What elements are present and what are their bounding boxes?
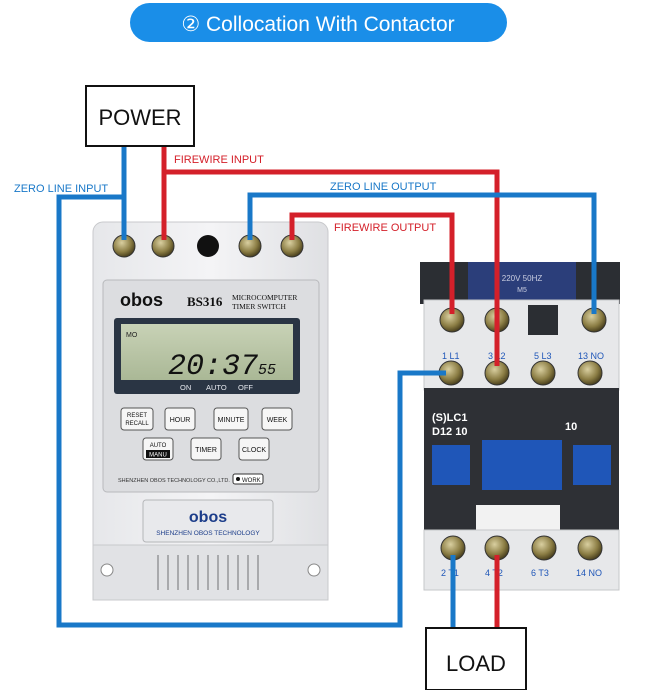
label-firewire-output: FIREWIRE OUTPUT — [334, 222, 436, 234]
contactor-blue-right — [573, 445, 611, 485]
timer-brand: obos — [120, 290, 163, 310]
label-firewire-input: FIREWIRE INPUT — [174, 154, 264, 166]
timer-base — [92, 544, 329, 601]
badge-plate — [142, 499, 274, 543]
load-label: LOAD — [446, 651, 506, 676]
work-label: WORK — [242, 478, 261, 484]
lcd-auto: AUTO — [206, 383, 227, 392]
contactor-coil-slot — [528, 305, 558, 335]
timer-subtitle-1: MICROCOMPUTER — [232, 293, 297, 302]
contactor-model-2: D12 10 — [432, 426, 467, 438]
hour-button[interactable]: HOUR — [164, 407, 196, 431]
power-label: POWER — [98, 105, 181, 130]
svg-text:TIMER: TIMER — [195, 447, 217, 454]
wire-fire-output — [289, 212, 455, 314]
contactor-top-terminal-13: 13 NO — [578, 351, 604, 361]
lcd-mode: MO — [126, 332, 138, 339]
work-led — [236, 477, 240, 481]
timer-switch: obos BS316 MICROCOMPUTER TIMER SWITCH MO… — [92, 221, 329, 601]
badge-text: SHENZHEN OBOS TECHNOLOGY — [156, 530, 260, 537]
contactor-bottom-terminal-4: 4 T2 — [485, 568, 503, 578]
lcd-off: OFF — [238, 383, 253, 392]
label-zero-line-input: ZERO LINE INPUT — [14, 183, 108, 195]
wire-fire-to-contactor — [164, 169, 500, 366]
contactor-top-terminal-5: 5 L3 — [534, 351, 552, 361]
timer-button[interactable]: TIMER — [190, 437, 222, 461]
contactor-bottom-terminal-6: 6 T3 — [531, 568, 549, 578]
contactor: 220V 50HZ M5 (S)LC1 D12 10 10 1 L1 3 L2 … — [420, 262, 620, 591]
contactor-model-1: (S)LC1 — [432, 412, 467, 424]
svg-text:MINUTE: MINUTE — [218, 417, 245, 424]
lcd-screen — [121, 324, 293, 380]
clock-button[interactable]: CLOCK — [238, 437, 270, 461]
contactor-bottom-terminal-2: 2 T1 — [441, 568, 459, 578]
svg-text:MANU: MANU — [149, 453, 167, 459]
badge-brand: obos — [189, 509, 227, 526]
contactor-plate — [468, 262, 576, 300]
mount-hole-left — [100, 563, 114, 577]
wires — [56, 146, 597, 628]
power-box: POWER — [85, 85, 195, 147]
timer-maker: SHENZHEN OBOS TECHNOLOGY CO.,LTD. — [118, 478, 230, 484]
reset-button[interactable]: RESET RECALL — [120, 407, 154, 431]
contactor-bottom-terminal-14: 14 NO — [576, 568, 602, 578]
svg-text:WEEK: WEEK — [267, 417, 288, 424]
week-button[interactable]: WEEK — [261, 407, 293, 431]
contactor-model-3: 10 — [565, 421, 577, 433]
svg-text:HOUR: HOUR — [170, 417, 191, 424]
contactor-screw-t3 — [531, 535, 557, 561]
contactor-blue-left — [432, 445, 470, 485]
title-banner: ② Collocation With Contactor — [130, 3, 507, 42]
wire-zero-output — [247, 192, 597, 314]
svg-text:AUTO: AUTO — [150, 443, 167, 449]
page-title: ② Collocation With Contactor — [181, 13, 454, 36]
svg-text:CLOCK: CLOCK — [242, 447, 266, 454]
contactor-screw-13 — [577, 360, 603, 386]
minute-button[interactable]: MINUTE — [213, 407, 249, 431]
timer-model: BS316 — [187, 294, 223, 309]
wire-zero-to-contactor-l1 — [56, 194, 446, 628]
load-box: LOAD — [425, 627, 527, 690]
svg-text:RECALL: RECALL — [125, 421, 149, 427]
contactor-plate-line2: M5 — [517, 287, 527, 294]
auto-manu-button[interactable]: AUTO MANU — [142, 437, 174, 461]
svg-text:RESET: RESET — [127, 413, 147, 419]
title-pill — [130, 3, 507, 42]
lcd-on: ON — [180, 383, 191, 392]
work-indicator — [232, 473, 264, 485]
contactor-screw-l3 — [530, 360, 556, 386]
lcd-seconds: 55 — [258, 362, 276, 379]
label-zero-line-output: ZERO LINE OUTPUT — [330, 181, 437, 193]
lcd-time: 20:37 — [168, 350, 258, 384]
mount-hole-right — [307, 563, 321, 577]
contactor-top-terminal-1: 1 L1 — [442, 351, 460, 361]
timer-center-hole — [197, 235, 219, 257]
timer-subtitle-2: TIMER SWITCH — [232, 302, 287, 311]
vent-slots — [157, 555, 259, 590]
contactor-blue-center — [482, 440, 562, 490]
contactor-plate-line1: 220V 50HZ — [502, 274, 543, 283]
contactor-screw-14 — [577, 535, 603, 561]
